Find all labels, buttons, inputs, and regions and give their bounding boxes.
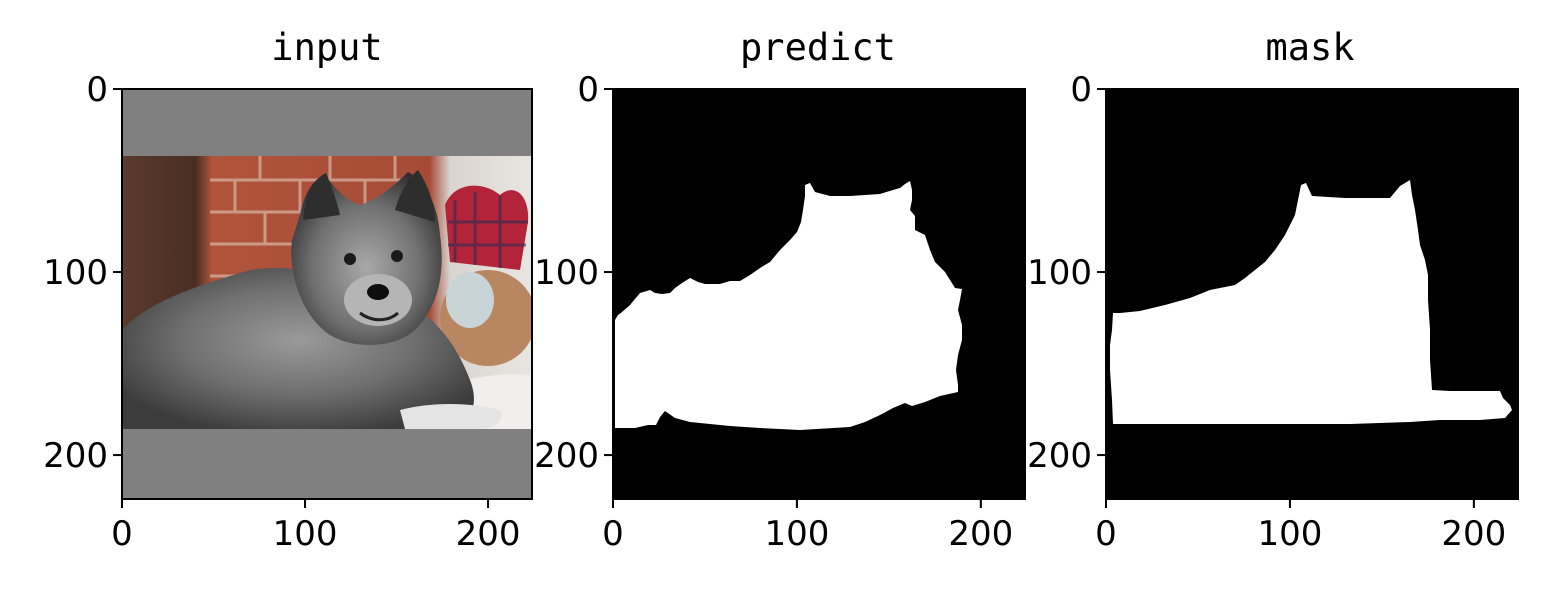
plaid-stripes [448, 192, 528, 268]
photo-scene [122, 156, 532, 429]
dog-ear-left [303, 173, 340, 220]
y-tick-label: 100 [1027, 253, 1092, 293]
x-tick-label: 200 [1441, 514, 1506, 554]
y-tick-label: 200 [534, 436, 599, 476]
dog-eye-left [344, 253, 356, 265]
y-tick-label: 100 [534, 253, 599, 293]
y-tick-label: 200 [1027, 436, 1092, 476]
x-tick-label: 100 [1257, 514, 1322, 554]
x-tick-label: 200 [948, 514, 1013, 554]
dog-ear-right [395, 170, 435, 222]
dog-nose [367, 284, 389, 300]
x-tick-label: 100 [764, 514, 829, 554]
y-tick-label: 0 [577, 70, 599, 110]
panel-title-predict: predict [740, 26, 896, 69]
dog-paw [400, 404, 502, 429]
x-tick-label: 0 [602, 514, 624, 554]
axes-frame-predict [612, 88, 1026, 500]
input-panel: input [43, 26, 533, 554]
axes-frame-mask [1105, 88, 1519, 500]
letterbox-bottom-bar [122, 429, 532, 499]
axes-frame-input [121, 88, 533, 500]
panel-title-mask: mask [1265, 26, 1354, 69]
x-tick-label: 0 [111, 514, 133, 554]
input-photo [122, 89, 532, 499]
mask-foreground [1110, 180, 1512, 424]
dog-eye-right [391, 250, 403, 262]
dog-mouth [359, 311, 400, 322]
y-tick-label: 200 [43, 436, 108, 476]
plaid-pillow [445, 185, 529, 270]
y-tick-label: 0 [1070, 70, 1092, 110]
x-tick-label: 0 [1095, 514, 1117, 554]
white-cushion [446, 272, 494, 328]
panel-title-input: input [271, 26, 382, 69]
predict-foreground [615, 181, 962, 430]
ground-truth-mask-image [1106, 89, 1518, 499]
predict-mask-image [613, 89, 1025, 499]
x-tick-label: 100 [273, 514, 338, 554]
y-tick-label: 100 [43, 253, 108, 293]
x-tick-label: 200 [456, 514, 521, 554]
y-tick-label: 0 [86, 70, 108, 110]
letterbox-top-bar [122, 89, 532, 156]
